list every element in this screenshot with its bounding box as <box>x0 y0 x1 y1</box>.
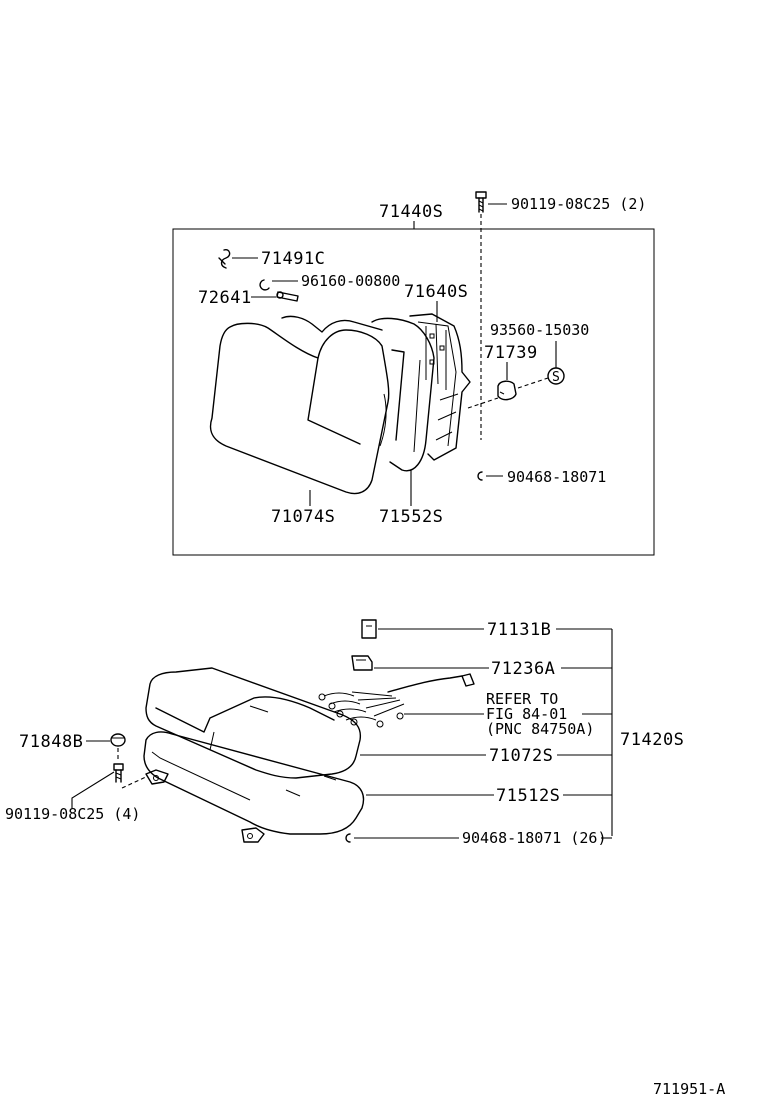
seat-cushion-pad-shape <box>143 731 365 835</box>
wire-harness-icon <box>318 673 475 728</box>
label-cover-back: 71074S <box>271 507 335 527</box>
cap-icon <box>110 733 126 747</box>
label-pad-cushion: 71512S <box>496 786 560 806</box>
screw-icon: S <box>547 367 565 385</box>
label-bolt-top: 90119-08C25 (2) <box>511 195 646 213</box>
hog-ring-icon-2 <box>345 833 351 843</box>
label-hook: 72641 <box>198 288 252 308</box>
label-refer-2: FIG 84-01 <box>486 705 567 723</box>
label-hogring-cushion: 90468-18071 (26) <box>462 829 607 847</box>
label-holder: 71236A <box>491 659 555 679</box>
label-frame: 71640S <box>404 282 468 302</box>
label-cover-cushion: 71072S <box>489 746 553 766</box>
seat-back-frame-shape <box>409 313 471 461</box>
label-clip: 71491C <box>261 249 325 269</box>
label-ring: 96160-00800 <box>301 272 400 290</box>
label-back-assy: 71440S <box>379 202 443 222</box>
label-bolt-bottom: 90119-08C25 (4) <box>5 805 140 823</box>
label-stopper: 71739 <box>484 343 538 363</box>
bracket-icon <box>361 619 377 639</box>
seat-back-cover-shape <box>209 322 390 495</box>
seat-back-pad-shape <box>281 315 435 472</box>
ring-icon <box>259 279 270 291</box>
label-refer-3: (PNC 84750A) <box>486 720 594 738</box>
svg-text:S: S <box>552 370 560 385</box>
stopper-icon <box>497 380 517 401</box>
bolt-top-icon <box>475 191 487 213</box>
holder-icon <box>351 655 373 671</box>
label-pad-back: 71552S <box>379 507 443 527</box>
label-cushion-assy: 71420S <box>620 730 684 750</box>
clip-icon <box>218 248 231 269</box>
cushion-bracket-feet-icon <box>145 769 265 843</box>
label-hogring-back: 90468-18071 <box>507 468 606 486</box>
label-refer-1: REFER TO <box>486 690 558 708</box>
seat-cushion-cover-shape <box>145 667 362 779</box>
bolt-bottom-icon <box>113 763 124 783</box>
label-screw: 93560-15030 <box>490 321 589 339</box>
label-bracket: 71131B <box>487 620 551 640</box>
hook-icon <box>276 291 299 302</box>
diagram-id: 711951-A <box>653 1080 725 1098</box>
label-cap: 71848B <box>19 732 83 752</box>
hog-ring-icon <box>477 471 483 481</box>
